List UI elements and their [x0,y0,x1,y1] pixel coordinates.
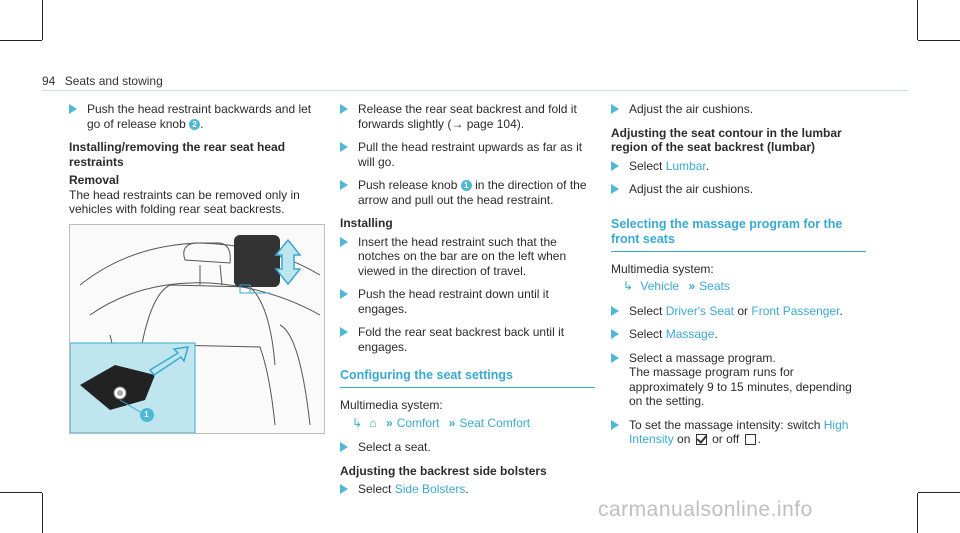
step-select-massage: Select Massage. [611,327,866,342]
multimedia-label: Multimedia system: [340,398,443,412]
step-select-seat: Select a seat. [340,440,595,455]
header-rule [42,90,908,91]
watermark: carmanualsonline.info [598,498,813,521]
step-push-knob: Push release knob 1 in the direction of … [340,178,595,207]
step-select-seat-side: Select Driver's Seat or Front Passenger. [611,304,866,319]
checkbox-checked-icon [695,434,707,446]
menu-drivers-seat: Driver's Seat [665,303,735,318]
step-arrow-icon [611,305,619,316]
step-arrow-icon [340,236,348,247]
crop-mark [42,0,43,40]
checkbox-empty-icon [744,434,756,446]
step-insert: Insert the head restraint such that the … [340,235,595,279]
step-arrow-icon [340,289,348,299]
step-arrow-icon [340,327,348,337]
menu-high-intensity: High Intensity [629,417,849,447]
step-arrow-icon [340,104,348,114]
step-adjust-air-1: Adjust the air cushions. [611,102,866,117]
path-hook-icon: ↳ [352,415,363,430]
step-arrow-icon [340,180,348,190]
section-massage-program: Selecting the massage program for the fr… [611,217,866,252]
chevron-icon: » [688,279,696,293]
step-select-side-bolsters: Select Side Bolsters. [340,482,595,497]
step-pull-up: Pull the head restraint upwards as far a… [340,140,595,169]
menu-lumbar: Lumbar [665,158,706,173]
crop-mark [917,493,918,533]
step-fold-back: Fold the rear seat backrest back until i… [340,325,595,354]
heading-side-bolsters: Adjusting the backrest side bolsters [340,463,547,478]
menu-seats: Seats [699,279,730,293]
crop-mark [918,492,960,493]
step-push-down: Push the head restraint down until it en… [340,287,595,316]
step-select-program: Select a massage program. The massage pr… [611,351,866,409]
menu-path: ↳ ⌂ »Comfort »Seat Comfort [340,416,595,431]
callout-1-icon: 1 [144,410,149,419]
menu-path: ↳ Vehicle »Seats [611,279,866,294]
head-restraint-icon [234,235,280,287]
step-arrow-icon [611,160,619,171]
chapter-title: Seats and stowing [64,74,163,88]
home-icon: ⌂ [369,415,377,430]
step-arrow-icon [611,104,619,114]
crop-mark [918,40,960,41]
installing-title: Installing [340,216,393,230]
rear-seat-illustration [70,235,321,433]
menu-comfort: Comfort [396,415,440,430]
step-release-backrest: Release the rear seat backrest and fold … [340,102,595,131]
menu-vehicle: Vehicle [640,279,680,293]
step-arrow-icon [340,442,348,452]
crop-mark [917,0,918,40]
column-1: Push the head restraint backwards and le… [69,102,324,217]
step-arrow-icon [611,184,619,194]
heading-lumbar: Adjusting the seat contour in the lumbar… [611,125,842,155]
column-3: Adjust the air cushions. Adjusting the s… [611,102,866,456]
step-intensity: To set the massage intensity: switch Hig… [611,418,866,447]
step-select-lumbar: Select Lumbar. [611,159,866,174]
step-arrow-icon [611,352,619,363]
step-arrow-icon [340,142,348,152]
step-arrow-icon [611,329,619,339]
chevron-icon: » [386,415,393,430]
head-restraint-illustration: 1 [69,224,325,434]
section-configuring-seat: Configuring the seat settings [340,368,595,388]
step-push-backwards: Push the head restraint backwards and le… [69,102,324,131]
menu-side-bolsters: Side Bolsters [394,482,466,496]
step-arrow-icon [611,419,619,430]
up-down-arrow-icon [274,238,302,286]
crop-mark [0,40,42,41]
page-header: 94 Seats and stowing [42,74,163,88]
section-heading-head-restraints: Installing/removing the rear seat head r… [69,140,286,169]
path-hook-icon: ↳ [623,279,634,293]
page-number: 94 [42,74,56,88]
step-adjust-air-2: Adjust the air cushions. [611,182,866,197]
column-2: Release the rear seat backrest and fold … [340,102,595,506]
callout-2-icon: 2 [189,118,201,130]
chevron-icon: » [448,415,456,430]
callout-1-icon: 1 [460,180,472,192]
crop-mark [42,493,43,533]
menu-massage: Massage [665,327,715,341]
removal-title: Removal [69,173,120,187]
menu-front-passenger: Front Passenger [751,303,840,318]
step-arrow-icon [340,484,348,494]
step-arrow-icon [69,104,77,114]
multimedia-label: Multimedia system: [611,261,714,276]
crop-mark [0,492,42,493]
removal-text: The head restraints can be removed only … [69,187,300,217]
menu-seat-comfort: Seat Comfort [459,415,531,430]
push-arrow-icon [148,346,190,377]
